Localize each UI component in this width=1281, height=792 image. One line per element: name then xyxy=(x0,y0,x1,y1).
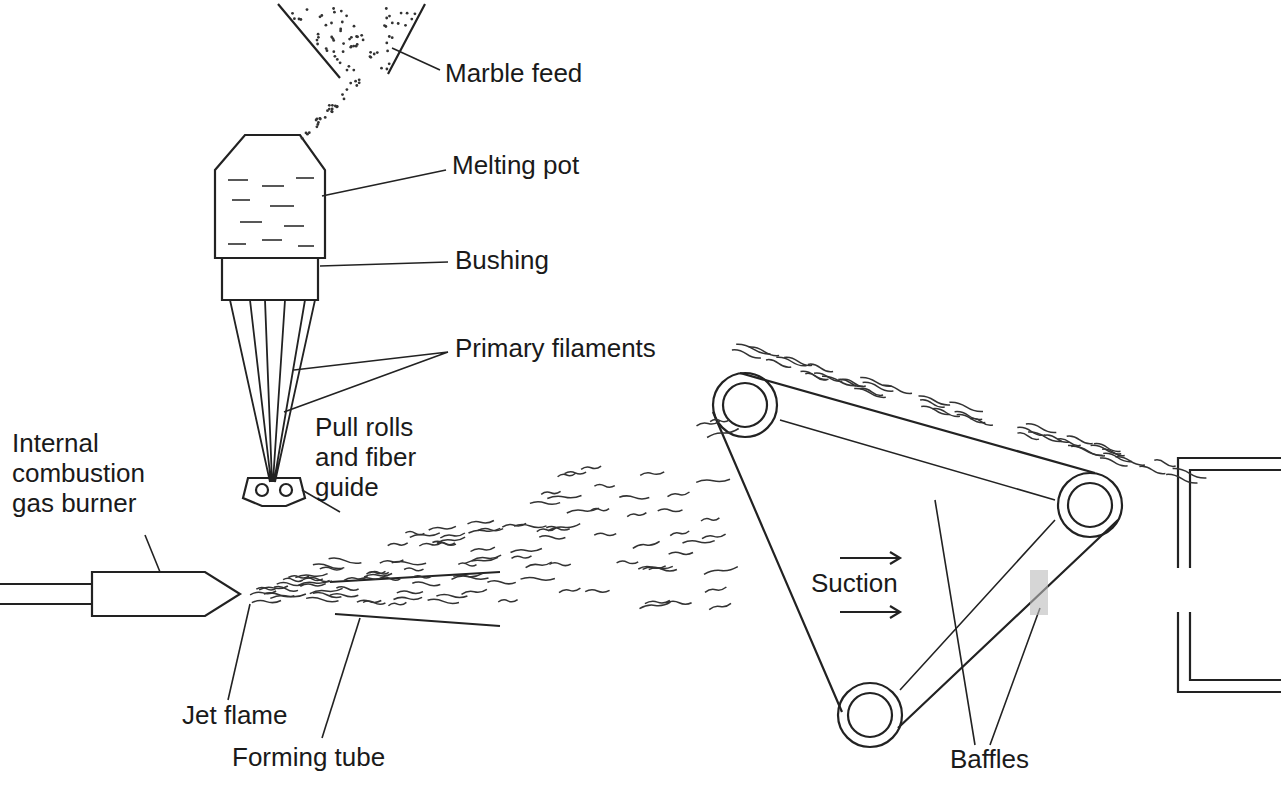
pull-rolls xyxy=(243,478,305,506)
forming-tube xyxy=(330,572,500,626)
molten-glass xyxy=(228,178,314,246)
part-label: Melting pot xyxy=(452,150,579,180)
leader-line xyxy=(320,262,448,266)
marble-stream xyxy=(291,7,416,140)
roller xyxy=(713,373,777,437)
smudge xyxy=(1030,570,1048,615)
part-label: Primary filaments xyxy=(455,333,656,363)
baffle xyxy=(780,420,1055,690)
collection-box xyxy=(1178,458,1281,692)
leader-line xyxy=(935,500,1040,745)
roller xyxy=(838,683,902,747)
part-label: Forming tube xyxy=(232,742,385,772)
pull-roll xyxy=(256,484,268,496)
burner-pipe xyxy=(0,584,92,604)
roller xyxy=(1058,473,1122,537)
pull-roll xyxy=(280,484,292,496)
part-label: Internal combustion gas burner xyxy=(12,428,187,518)
leader-line xyxy=(228,604,250,700)
roller xyxy=(848,693,892,737)
gas-burner xyxy=(92,572,240,616)
leader-line xyxy=(322,170,446,196)
part-label: Bushing xyxy=(455,245,549,275)
part-label: Baffles xyxy=(950,744,1029,774)
fibers xyxy=(250,344,1206,609)
leader-line xyxy=(145,535,160,572)
melting-pot xyxy=(215,135,325,258)
leader-line xyxy=(284,352,448,412)
bushing xyxy=(222,258,318,300)
leader-line xyxy=(392,48,440,70)
part-label: Suction xyxy=(808,568,901,598)
part-label: Marble feed xyxy=(445,58,582,88)
primary-filaments xyxy=(230,300,315,482)
roller xyxy=(1068,483,1112,527)
part-label: Pull rolls and fiber guide xyxy=(315,412,445,502)
conveyor-belt xyxy=(713,373,1118,728)
leader-line xyxy=(322,618,360,738)
part-label: Jet flame xyxy=(182,700,288,730)
hopper xyxy=(278,4,425,78)
